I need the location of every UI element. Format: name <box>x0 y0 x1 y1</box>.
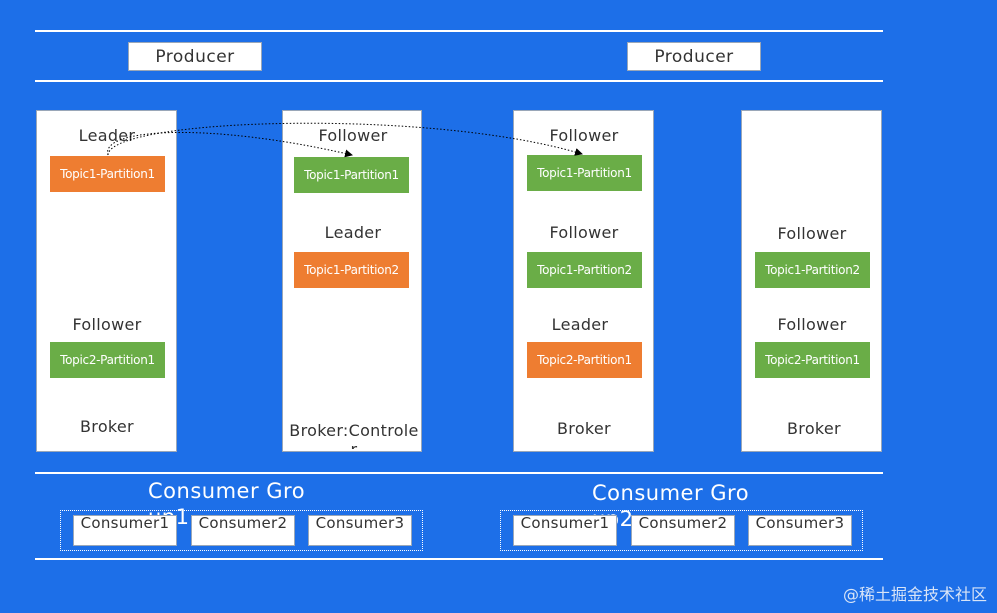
partition-box: Topic2-Partition1 <box>527 342 642 378</box>
divider-producer-bottom <box>35 80 883 82</box>
broker-node: Follower Topic1-Partition2 Follower Topi… <box>741 110 882 452</box>
replica-role-label: Follower <box>777 315 847 334</box>
consumer-box: Consumer2 <box>191 515 295 546</box>
consumer-box: Consumer3 <box>748 515 852 546</box>
consumer-box: Consumer1 <box>513 515 617 546</box>
partition-box: Topic1-Partition2 <box>294 252 409 288</box>
consumer-box: Consumer1 <box>73 515 177 546</box>
divider-top <box>35 30 883 32</box>
replica-role-label: Follower <box>549 223 619 242</box>
partition-box: Topic1-Partition1 <box>294 157 409 193</box>
partition-box: Topic2-Partition1 <box>755 342 870 378</box>
broker-node: Leader Topic1-Partition1 Follower Topic2… <box>36 110 177 452</box>
divider-bottom <box>35 558 883 560</box>
consumer-box: Consumer2 <box>631 515 735 546</box>
broker-label: Broker <box>80 417 134 436</box>
replica-role-label: Leader <box>551 315 609 334</box>
replica-role-label: Leader <box>78 126 136 145</box>
broker-label: Broker:Controler <box>289 421 419 449</box>
producer-box: Producer <box>627 42 761 71</box>
replica-role-label: Follower <box>72 315 142 334</box>
partition-box: Topic2-Partition1 <box>50 342 165 378</box>
producer-box: Producer <box>128 42 262 71</box>
site-watermark: @稀土掘金技术社区 <box>842 585 987 604</box>
replica-role-label: Leader <box>324 223 382 242</box>
broker-label: Broker <box>787 419 841 438</box>
replica-role-label: Follower <box>318 126 388 145</box>
divider-consumer-top <box>35 472 883 474</box>
consumer-group-box <box>60 510 423 551</box>
replica-role-label: Follower <box>777 224 847 243</box>
broker-node: Follower Topic1-Partition1 Follower Topi… <box>513 110 654 452</box>
consumer-group-box <box>500 510 863 551</box>
broker-label: Broker <box>557 419 611 438</box>
partition-box: Topic1-Partition2 <box>755 252 870 288</box>
consumer-box: Consumer3 <box>308 515 412 546</box>
partition-box: Topic1-Partition1 <box>527 155 642 191</box>
partition-box: Topic1-Partition1 <box>50 156 165 192</box>
replica-role-label: Follower <box>549 126 619 145</box>
broker-node: Follower Topic1-Partition1 Leader Topic1… <box>282 110 422 452</box>
partition-box: Topic1-Partition2 <box>527 252 642 288</box>
